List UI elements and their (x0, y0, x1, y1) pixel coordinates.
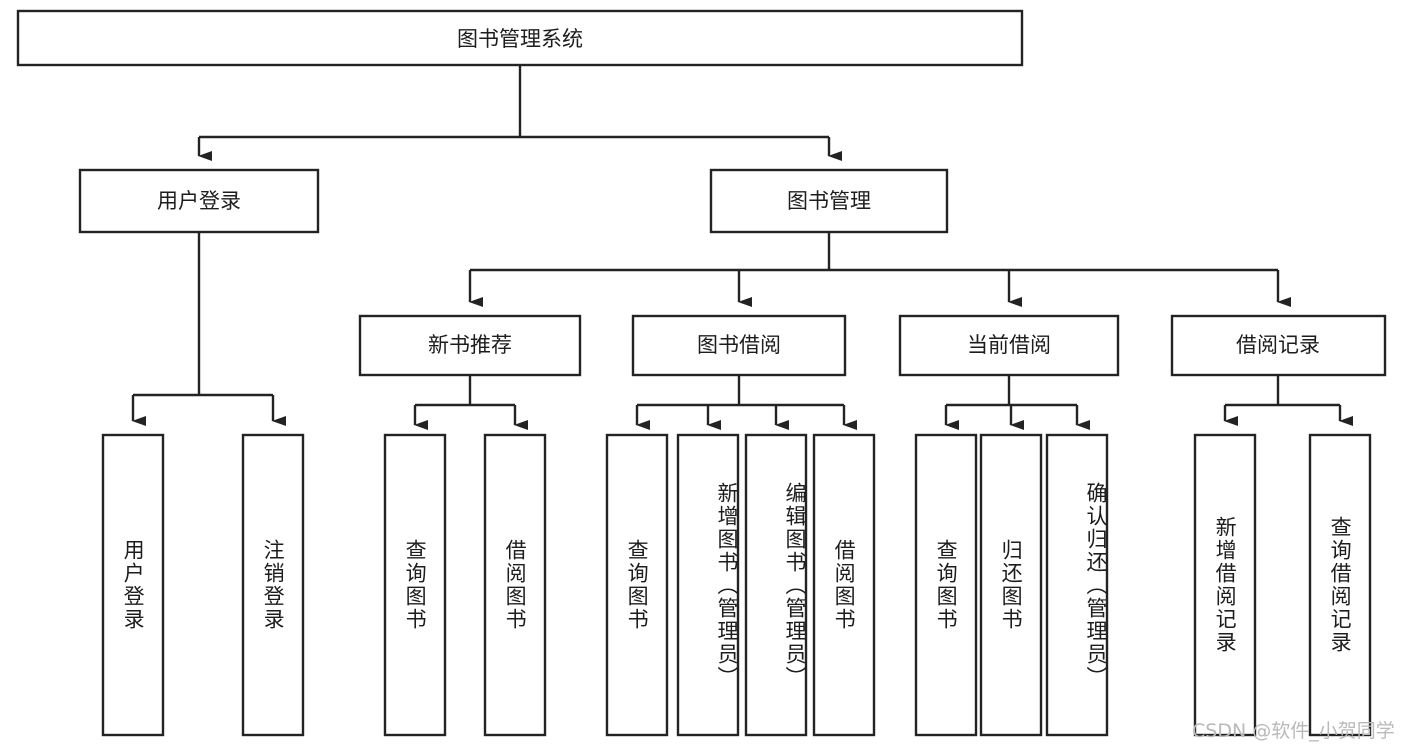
node-book-manage-box[interactable] (709, 168, 949, 234)
node-user-login-label: 用户登录 (157, 189, 241, 213)
leaf-box-confirm-return[interactable] (1045, 433, 1109, 737)
leaf-box-query-record[interactable] (1308, 433, 1372, 737)
node-borrow-record-label: 借阅记录 (1236, 333, 1320, 357)
leaf-box-edit-book-admin[interactable] (744, 433, 808, 737)
node-current-borrow[interactable]: 当前借阅 (898, 314, 1120, 377)
leaf-box-borrow-book-nb[interactable] (483, 433, 547, 737)
node-new-book-recommend-label: 新书推荐 (428, 333, 512, 357)
node-current-borrow-box[interactable] (898, 314, 1120, 377)
node-root[interactable]: 图书管理系统 (16, 9, 1024, 67)
node-book-manage-label: 图书管理 (787, 189, 871, 213)
edge-group-current-borrow (944, 375, 1090, 430)
edge-group-book-borrow (635, 375, 857, 430)
node-user-login-box[interactable] (78, 168, 320, 234)
edge-group-book-manage (468, 232, 1291, 307)
leaf-box-add-record[interactable] (1193, 433, 1257, 737)
node-book-borrow-label: 图书借阅 (697, 333, 781, 357)
node-new-book-recommend[interactable]: 新书推荐 (358, 314, 582, 377)
node-book-borrow[interactable]: 图书借阅 (631, 314, 847, 377)
leaf-box-return-book[interactable] (979, 433, 1043, 737)
leaf-box-borrow-book-bb[interactable] (812, 433, 876, 737)
leaf-box-query-book-nb[interactable] (383, 433, 447, 737)
leaf-boxes (101, 433, 1372, 737)
node-current-borrow-label: 当前借阅 (967, 333, 1051, 357)
node-root-label: 图书管理系统 (457, 27, 583, 51)
node-borrow-record-box[interactable] (1170, 314, 1387, 377)
leaf-box-logout[interactable] (241, 433, 305, 737)
leaf-box-query-book-bb[interactable] (605, 433, 669, 737)
node-user-login[interactable]: 用户登录 (78, 168, 320, 234)
edge-group-borrow-record (1223, 375, 1353, 426)
leaf-box-add-book-admin[interactable] (676, 433, 740, 737)
edge-group-user-login (131, 232, 286, 426)
csdn-watermark: CSDN @软件_小贺同学 (1192, 720, 1395, 742)
node-new-book-recommend-box[interactable] (358, 314, 582, 377)
edge-group-new-book (413, 375, 528, 430)
node-borrow-record[interactable]: 借阅记录 (1170, 314, 1387, 377)
edge-group-root (197, 65, 842, 161)
node-book-manage[interactable]: 图书管理 (709, 168, 949, 234)
node-book-borrow-box[interactable] (631, 314, 847, 377)
leaf-box-query-book-cb[interactable] (914, 433, 978, 737)
node-root-box[interactable] (16, 9, 1024, 67)
leaf-box-user-login[interactable] (101, 433, 165, 737)
